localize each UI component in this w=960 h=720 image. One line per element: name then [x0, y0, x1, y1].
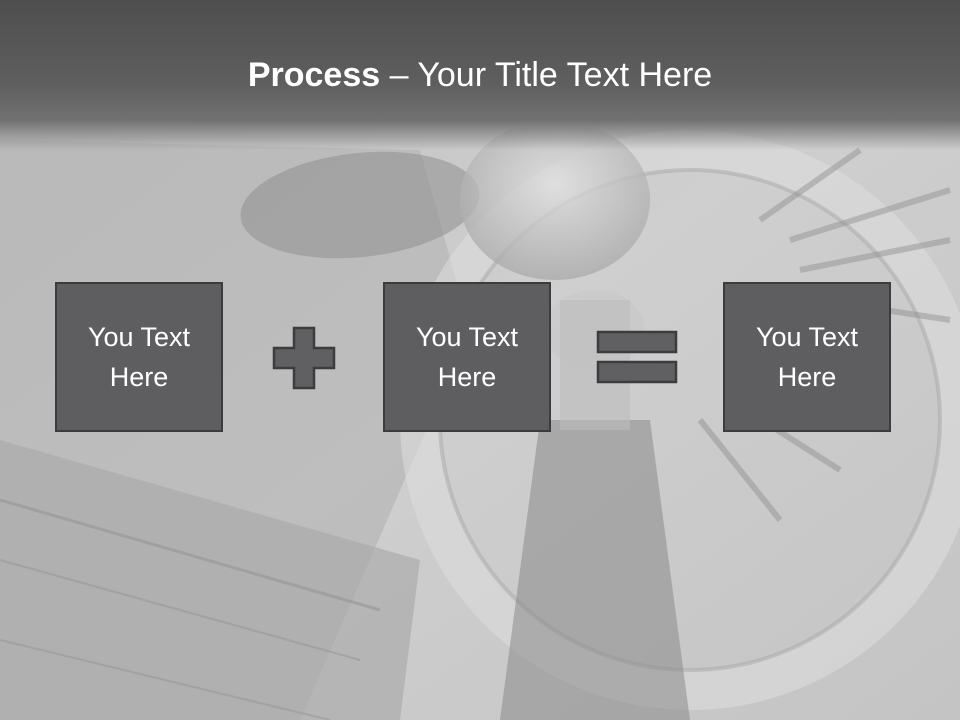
process-box-1: You Text Here	[55, 282, 223, 432]
title-bold-part: Process	[247, 56, 381, 94]
process-box-2-label: You Text Here	[415, 322, 519, 392]
process-box-2: You Text Here	[383, 282, 551, 432]
process-box-3-label: You Text Here	[755, 322, 859, 392]
equals-icon	[596, 330, 678, 384]
page-title: Process – Your Title Text Here	[0, 52, 960, 98]
title-band	[0, 0, 960, 150]
plus-icon	[272, 326, 336, 390]
process-box-1-label: You Text Here	[87, 322, 191, 392]
process-box-3: You Text Here	[723, 282, 891, 432]
title-rest-part: – Your Title Text Here	[380, 56, 713, 94]
